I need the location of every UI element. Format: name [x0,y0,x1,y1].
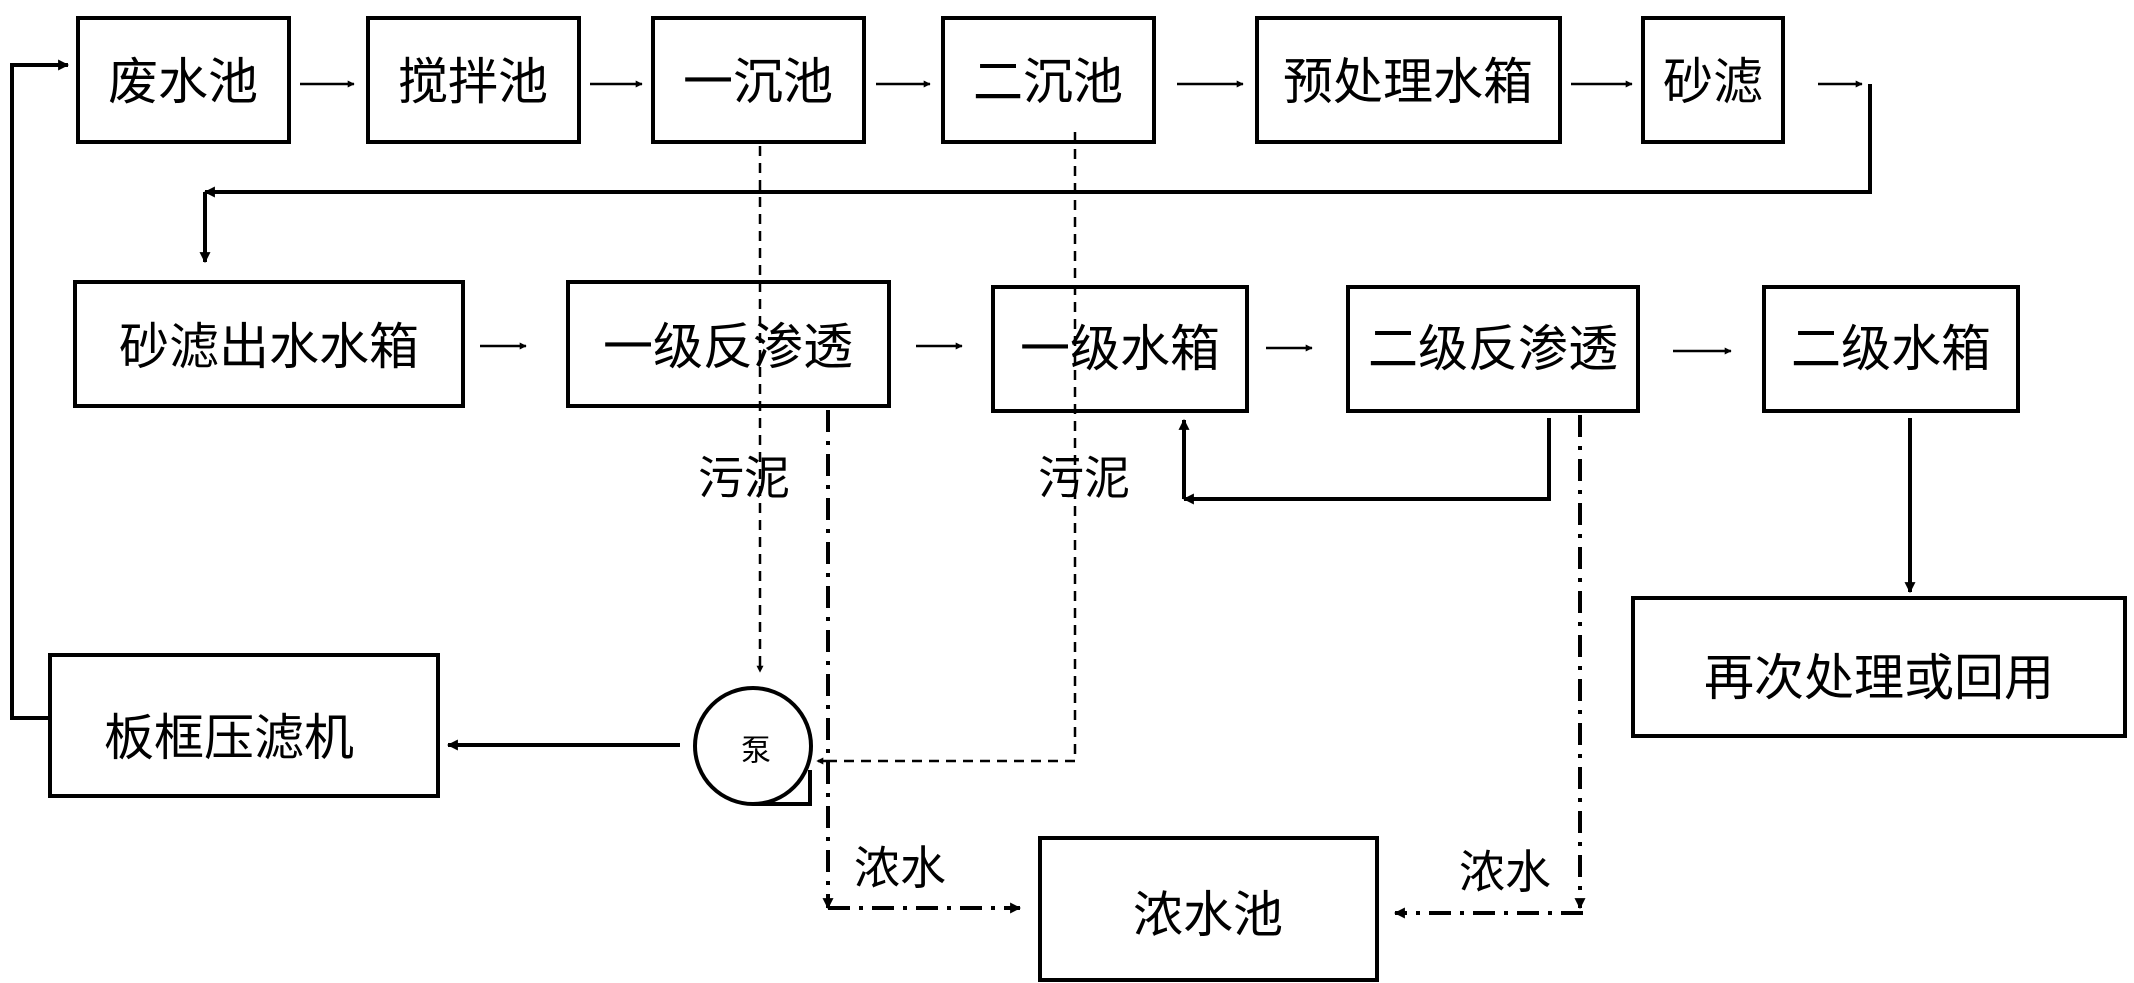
concentrate-label-1: 浓水 [854,841,946,895]
pump-symbol: 泵 [693,686,813,806]
node-sand-filter: 砂滤 [1641,16,1785,144]
node-primary-tank-label: 一级水箱 [1020,320,1220,378]
node-reuse-label: 再次处理或回用 [1704,649,2054,707]
node-sand-filter-label: 砂滤 [1663,53,1763,111]
node-pretreatment-tank: 预处理水箱 [1255,16,1562,144]
node-secondary-ro-label: 二级反渗透 [1368,320,1618,378]
node-pretreatment-tank-label: 预处理水箱 [1283,53,1533,111]
node-primary-sedimentation: 一沉池 [651,16,866,144]
sand-filter-return-line [199,84,1872,264]
node-secondary-tank: 二级水箱 [1762,285,2020,413]
node-primary-ro: 一级反渗透 [566,280,891,408]
node-secondary-ro: 二级反渗透 [1346,285,1640,413]
node-secondary-sedimentation: 二沉池 [941,16,1156,144]
node-stirring-pool: 搅拌池 [366,16,581,144]
node-concentrate-pool: 浓水池 [1038,836,1379,982]
node-reuse: 再次处理或回用 [1631,596,2127,738]
row2-arrows [480,342,1732,355]
node-secondary-sedimentation-label: 二沉池 [973,53,1123,111]
sludge-label-1: 污泥 [698,451,790,505]
node-filter-press-label: 板框压滤机 [104,709,354,767]
node-primary-sedimentation-label: 一沉池 [683,53,833,111]
concentrate-label-2: 浓水 [1459,845,1551,899]
node-sand-filter-outlet-tank-label: 砂滤出水水箱 [119,318,419,376]
concentrate-lines [822,410,1586,919]
node-filter-press: 板框压滤机 [48,653,440,798]
node-wastewater-pool-label: 废水池 [108,53,258,111]
node-primary-tank: 一级水箱 [991,285,1249,413]
sludge-lines [756,132,1077,765]
secondary-ro-feedback-line [1178,418,1551,505]
node-concentrate-pool-label: 浓水池 [1133,886,1283,944]
node-secondary-tank-label: 二级水箱 [1791,320,1991,378]
node-wastewater-pool: 废水池 [76,16,291,144]
pump-label: 泵 [741,734,771,769]
node-sand-filter-outlet-tank: 砂滤出水水箱 [73,280,465,408]
filter-press-return-line [10,59,70,720]
node-primary-ro-label: 一级反渗透 [603,318,853,376]
node-stirring-pool-label: 搅拌池 [398,53,548,111]
sludge-label-2: 污泥 [1038,451,1130,505]
